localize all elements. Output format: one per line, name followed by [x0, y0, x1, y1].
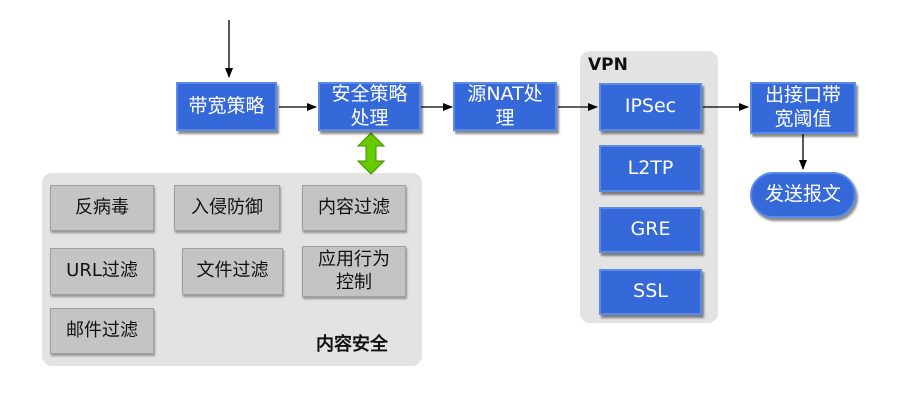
egress-bandwidth-box: 出接口带 宽阈值: [750, 82, 856, 134]
file-filter-box: 文件过滤: [182, 248, 283, 295]
bandwidth-policy-box: 带宽策略: [176, 82, 277, 131]
security-policy-box: 安全策略 处理: [318, 82, 421, 131]
mail-filter-box: 邮件过滤: [50, 308, 154, 354]
intrusion-prevention-box: 入侵防御: [174, 185, 280, 231]
url-filter-box: URL过滤: [50, 248, 154, 295]
source-nat-box: 源NAT处 理: [453, 82, 557, 131]
vpn-title: VPN: [588, 55, 628, 75]
double-arrow-security-content: [356, 132, 386, 175]
content-filter-box: 内容过滤: [302, 185, 406, 231]
send-packet-box: 发送报文: [750, 172, 856, 218]
vpn-gre-box: GRE: [599, 207, 702, 253]
vpn-ssl-box: SSL: [599, 269, 702, 315]
content-security-title: 内容安全: [316, 334, 388, 355]
antivirus-box: 反病毒: [50, 185, 154, 231]
vpn-l2tp-box: L2TP: [599, 145, 702, 192]
app-behavior-control-box: 应用行为 控制: [302, 246, 406, 297]
vpn-ipsec-box: IPSec: [599, 83, 702, 131]
